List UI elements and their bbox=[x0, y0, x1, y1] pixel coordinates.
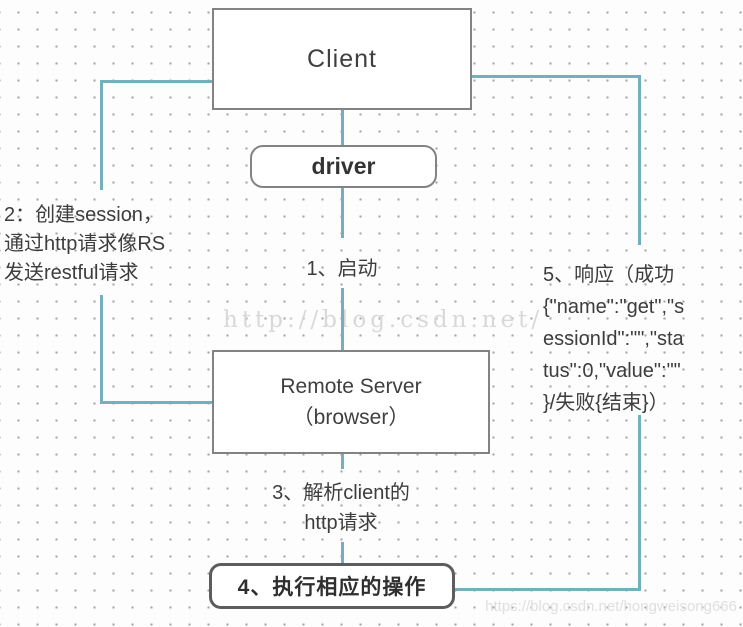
node-step4: 4、执行相应的操作 bbox=[209, 563, 455, 609]
annotation-step5-line3: essionId":"","sta bbox=[543, 328, 684, 350]
watermark-bottom-right: https://blog.csdn.net/hongweisong666 bbox=[485, 598, 737, 615]
annotation-step2-line1: 2：创建session， bbox=[4, 204, 163, 226]
node-driver: driver bbox=[250, 145, 437, 188]
connector-middle-segment-3 bbox=[341, 288, 344, 351]
node-remote-server-label-line2: （browser） bbox=[292, 406, 410, 429]
annotation-step1: 1、启动 bbox=[306, 258, 378, 280]
node-remote-server: Remote Server （browser） bbox=[212, 350, 490, 454]
annotation-step5-line5: }/失败{结束}） bbox=[543, 392, 669, 414]
annotation-step5-line1: 5、响应（成功 bbox=[543, 264, 675, 286]
annotation-step3-line1: 3、解析client的 bbox=[272, 482, 410, 504]
watermark-center: http://blog.csdn.net/ bbox=[223, 307, 544, 333]
annotation-step3-line2: http请求 bbox=[304, 512, 378, 534]
annotation-step2-line2: 通过http请求像RS bbox=[4, 233, 166, 255]
annotation-step2-line3: 发送restful请求 bbox=[4, 262, 139, 284]
connector-middle-segment-1 bbox=[341, 110, 344, 147]
node-remote-server-label-line1: Remote Server bbox=[280, 375, 422, 398]
connector-left-top-horizontal bbox=[101, 80, 214, 83]
connector-right-vertical-upper bbox=[638, 75, 641, 245]
node-step4-label: 4、执行相应的操作 bbox=[237, 576, 427, 599]
connector-right-bottom-horizontal bbox=[454, 588, 641, 591]
connector-middle-segment-2 bbox=[341, 187, 344, 238]
connector-left-vertical-upper bbox=[100, 80, 103, 190]
annotation-step3: 3、解析client的 http请求 bbox=[230, 478, 452, 538]
annotation-step5: 5、响应（成功 {"name":"get","s essionId":"","s… bbox=[543, 259, 743, 419]
node-client: Client bbox=[212, 8, 472, 110]
connector-right-top-horizontal bbox=[472, 75, 641, 78]
connector-middle-segment-4 bbox=[341, 453, 344, 469]
node-driver-label: driver bbox=[311, 153, 376, 179]
node-client-label: Client bbox=[307, 44, 377, 73]
connector-left-bottom-horizontal bbox=[100, 401, 214, 404]
connector-middle-segment-5 bbox=[341, 542, 344, 564]
annotation-step2: 2：创建session， 通过http请求像RS 发送restful请求 bbox=[4, 201, 165, 288]
annotation-step5-line2: {"name":"get","s bbox=[543, 296, 685, 318]
connector-right-vertical-lower bbox=[638, 415, 641, 591]
connector-left-vertical-lower bbox=[100, 295, 103, 403]
annotation-step5-line4: tus":0,"value":"" bbox=[543, 360, 681, 382]
